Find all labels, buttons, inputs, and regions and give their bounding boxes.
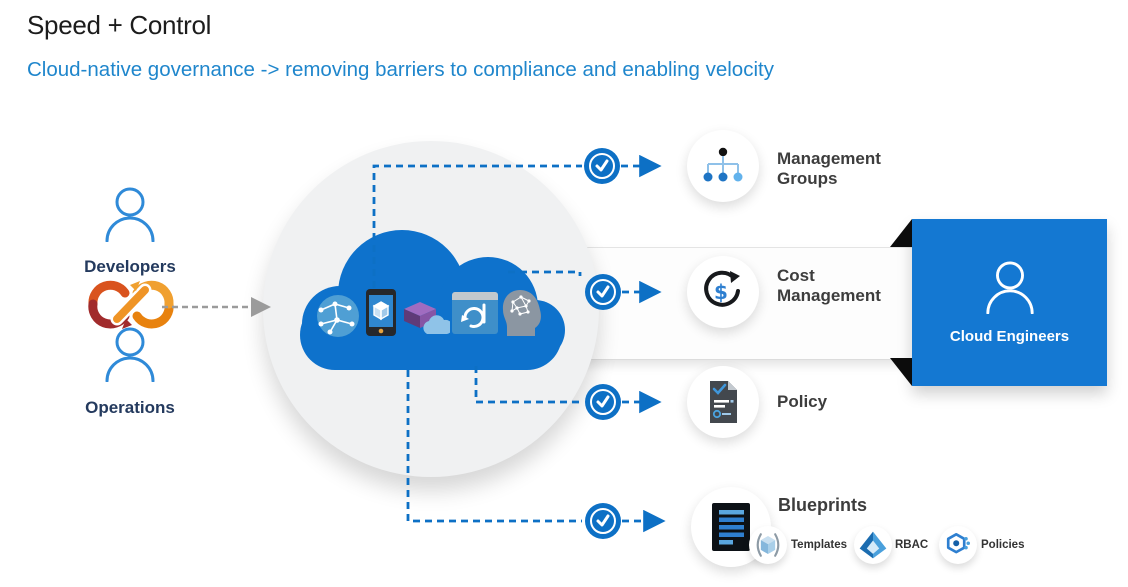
cube-and-cloud-icon	[404, 302, 450, 334]
management-groups-label: Management Groups	[777, 149, 881, 188]
blueprints-icon	[712, 503, 750, 551]
svg-text:$: $	[714, 280, 728, 304]
rbac-circle	[854, 526, 892, 564]
operations-label: Operations	[85, 398, 175, 417]
management-groups-circle	[687, 130, 759, 202]
policy-icon	[710, 381, 737, 423]
templates-cube-icon	[756, 533, 780, 557]
developers-label: Developers	[84, 257, 176, 276]
checkmark-badge-icon	[585, 274, 621, 310]
cost-management-circle: $	[687, 256, 759, 328]
window-loop-icon	[452, 292, 498, 334]
policies-hexagon-icon	[946, 533, 970, 554]
ribbon-fold-top	[890, 219, 912, 247]
person-icon	[985, 261, 1034, 314]
ribbon-fold-bottom	[890, 358, 912, 386]
globe-network-icon	[317, 295, 359, 337]
rbac-label: RBAC	[895, 539, 929, 551]
page-subtitle: Cloud-native governance -> removing barr…	[27, 58, 774, 81]
page-title: Speed + Control	[27, 10, 212, 40]
management-groups-icon	[703, 147, 743, 182]
person-icon	[105, 187, 155, 242]
checkmark-badge-icon	[584, 148, 620, 184]
devops-infinity-loop-icon	[88, 280, 174, 329]
templates-circle	[749, 526, 787, 564]
policy-circle	[687, 366, 759, 438]
cloud-engineers-card: Cloud Engineers	[912, 219, 1107, 386]
cost-management-icon: $	[704, 270, 740, 307]
cost-management-label: Cost Management	[777, 266, 881, 305]
templates-label: Templates	[791, 539, 848, 551]
ai-head-icon	[502, 290, 541, 336]
policy-label: Policy	[777, 392, 828, 411]
cloud-engineers-label: Cloud Engineers	[949, 328, 1070, 345]
checkmark-badge-icon	[585, 503, 621, 539]
blueprints-circle	[691, 487, 771, 567]
policies-label: Policies	[981, 539, 1025, 551]
blueprints-label: Blueprints	[778, 495, 868, 515]
person-icon	[105, 327, 155, 382]
rbac-diamond-icon	[859, 531, 887, 559]
checkmark-badge-icon	[585, 384, 621, 420]
mobile-app-icon	[366, 289, 396, 336]
policies-circle	[939, 526, 977, 564]
